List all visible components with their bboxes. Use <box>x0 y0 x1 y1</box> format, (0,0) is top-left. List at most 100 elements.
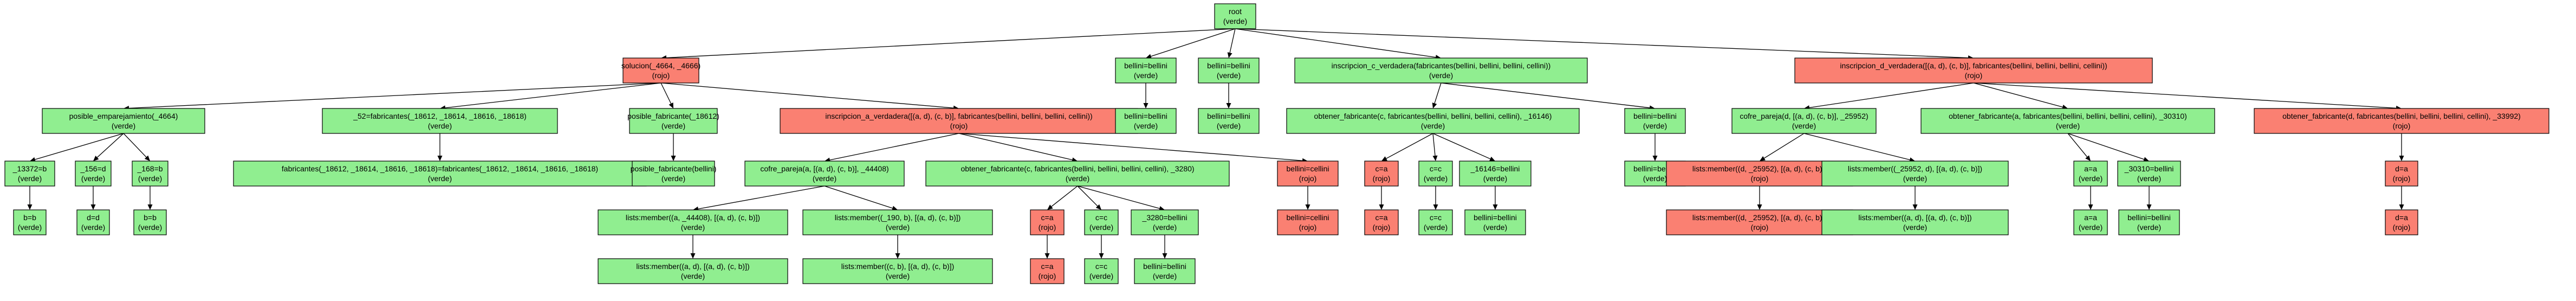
node-goal-label: inscripcion_a_verdadera([(a, d), (c, b)]… <box>825 112 1092 120</box>
node-status-label: (verde) <box>428 174 452 183</box>
edge-arrowhead <box>1489 156 1495 162</box>
tree-node: cofre_pareja(d, [(a, d), (c, b)], _25952… <box>1731 108 1877 134</box>
node-box-success <box>4 161 55 187</box>
node-box-success <box>1084 258 1119 284</box>
edge-arrowhead <box>2085 155 2091 161</box>
tree-edge <box>824 185 893 209</box>
edge-arrowhead <box>1433 204 1438 210</box>
node-status-label: (verde) <box>2137 223 2161 232</box>
tree-edge <box>1441 82 1650 108</box>
node-box-success <box>76 209 110 235</box>
node-status-label: (verde) <box>1217 121 1241 130</box>
tree-node: solucion(_4664, _4666)(rojo) <box>621 57 700 84</box>
edge-arrowhead <box>437 156 443 161</box>
tree-edge <box>35 133 124 160</box>
tree-node: bellini=bellini(verde) <box>1115 108 1177 134</box>
tree-edge <box>1803 133 1910 161</box>
tree-node: d=a(rojo) <box>2385 161 2418 187</box>
node-goal-label: a=a <box>2084 164 2097 173</box>
node-status-label: (rojo) <box>2393 121 2411 130</box>
node-goal-label: lists:member((d, _25952), [(a, d), (c, b… <box>1692 213 1827 222</box>
edge-arrowhead <box>1381 156 1387 161</box>
node-box-success <box>2117 161 2181 187</box>
edge-arrowhead <box>690 253 696 259</box>
node-status-label: (verde) <box>1903 223 1927 232</box>
tree-node: bellini=bellini(verde) <box>1134 258 1196 284</box>
tree-node: obtener_fabricante(d, fabricantes(bellin… <box>2254 108 2549 134</box>
tree-edge <box>1432 133 1436 156</box>
tree-node: _52=fabricantes(_18612, _18614, _18616, … <box>322 108 558 134</box>
edge-arrowhead <box>1146 54 1152 59</box>
node-goal-label: c=a <box>1041 213 1054 222</box>
node-status-label: (verde) <box>1483 174 1507 183</box>
edge-arrowhead <box>1432 103 1437 108</box>
tree-edge <box>1432 133 1491 159</box>
tree-edge <box>1077 185 1098 207</box>
node-box-failed <box>2385 209 2418 235</box>
node-status-label: (verde) <box>138 223 162 232</box>
node-status-label: (verde) <box>1424 223 1448 232</box>
node-status-label: (verde) <box>428 121 452 130</box>
tree-edge <box>1973 82 2397 109</box>
node-goal-label: d=a <box>2395 213 2408 222</box>
tree-node: c=a(rojo) <box>1030 258 1065 284</box>
node-box-success <box>2073 209 2108 235</box>
node-goal-label: lists:member((d, _25952), [(a, d), (c, b… <box>1692 164 1827 173</box>
node-goal-label: _168=b <box>137 164 163 173</box>
edge-arrowhead <box>1162 253 1167 259</box>
node-goal-label: solucion(_4664, _4666) <box>621 61 700 70</box>
node-status-label: (verde) <box>1153 223 1177 232</box>
node-status-label: (verde) <box>1421 121 1445 130</box>
node-goal-label: posible_fabricante(_18612) <box>627 112 719 120</box>
edge-arrowhead <box>671 156 676 161</box>
node-box-failed <box>622 57 699 84</box>
node-box-success <box>1198 108 1260 134</box>
tree-node: bellini=bellini(verde) <box>1198 108 1260 134</box>
tree-node: bellini=bellini(verde) <box>1198 57 1260 84</box>
node-box-success <box>322 108 558 134</box>
tree-edge <box>958 133 1303 161</box>
tree-node: bellini=cellini(rojo) <box>1277 209 1339 235</box>
node-box-success <box>42 108 205 134</box>
tree-node: inscripcion_d_verdadera([(a, d), (c, b)]… <box>1794 57 2153 84</box>
tree-node: obtener_fabricante(c, fabricantes(bellin… <box>925 161 1230 187</box>
node-goal-label: lists:member((a, d), [(a, d), (c, b)]) <box>1858 213 1971 222</box>
tree-node: c=a(rojo) <box>1364 161 1399 187</box>
node-box-success <box>1418 209 1453 235</box>
node-status-label: (verde) <box>18 223 42 232</box>
node-status-label: (verde) <box>1134 71 1158 80</box>
node-box-failed <box>1794 57 2153 84</box>
edge-arrowhead <box>2399 156 2404 161</box>
node-box-success <box>233 161 647 187</box>
node-box-success <box>1115 57 1177 84</box>
tree-node: c=c(verde) <box>1084 209 1119 235</box>
node-status-label: (verde) <box>1089 272 1113 280</box>
node-box-success <box>132 161 168 187</box>
node-goal-label: bellini=cellini <box>1287 213 1329 222</box>
node-box-success <box>632 161 715 187</box>
node-box-success <box>629 108 718 134</box>
node-status-label: (verde) <box>1134 121 1158 130</box>
node-goal-label: lists:member((_190, b), [(a, d), (c, b)]… <box>835 213 961 222</box>
tree-node: b=b(verde) <box>13 209 47 235</box>
node-goal-label: cofre_pareja(a, [(a, d), (c, b)], _44408… <box>760 164 888 173</box>
tree-node: c=a(rojo) <box>1364 209 1399 235</box>
node-status-label: (rojo) <box>950 121 968 130</box>
edge-arrowhead <box>1760 156 1766 161</box>
node-goal-label: obtener_fabricante(a, fabricantes(bellin… <box>1949 112 2187 120</box>
tree-edge <box>698 185 825 209</box>
tree-node: root(verde) <box>1214 3 1256 29</box>
node-goal-label: lists:member((c, b), [(a, d), (c, b)]) <box>841 262 954 271</box>
node-status-label: (verde) <box>813 174 836 183</box>
node-status-label: (verde) <box>2079 174 2103 183</box>
node-status-label: (verde) <box>681 223 705 232</box>
tree-nodes: root(verde)solucion(_4664, _4666)(rojo)b… <box>4 3 2549 284</box>
node-status-label: (verde) <box>1223 17 1247 25</box>
edge-arrowhead <box>1757 204 1762 210</box>
edge-arrowhead <box>1227 52 1232 58</box>
tree-edge <box>1386 133 1433 159</box>
node-box-success <box>1134 258 1196 284</box>
edge-arrowhead <box>895 253 900 259</box>
node-box-success <box>1294 57 1588 84</box>
